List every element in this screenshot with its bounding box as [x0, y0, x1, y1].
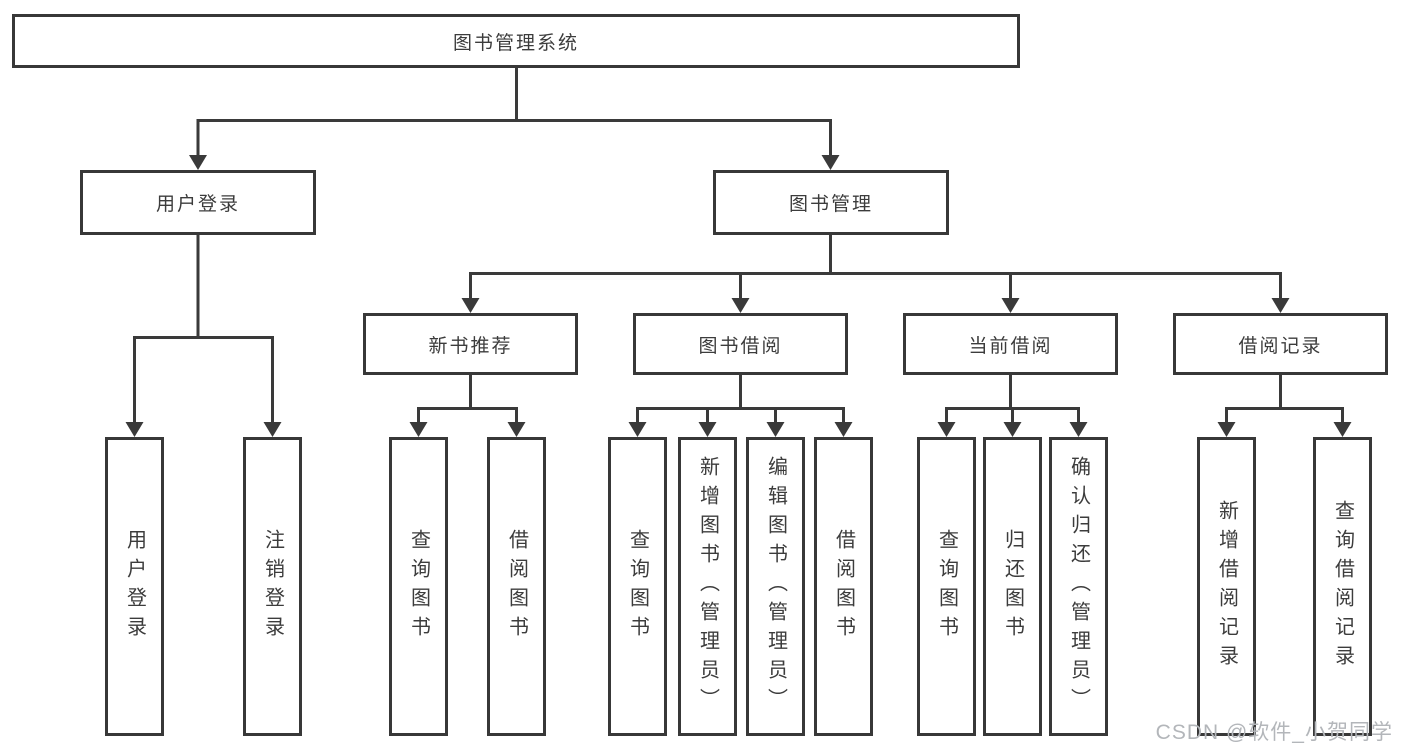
node-borrow-records: 借阅记录 [1173, 313, 1388, 375]
node-label: 借阅图书 [505, 528, 528, 645]
node-label: 查询图书 [407, 528, 430, 645]
node-label: 用户登录 [123, 528, 146, 645]
node-label: 确认归还（管理员） [1067, 456, 1090, 717]
node-add-books-admin: 新增图书（管理员） [678, 437, 737, 736]
node-user-login: 用户登录 [80, 170, 316, 235]
connector-root-to-level2 [189, 66, 840, 170]
connector-group-borrow-records [1217, 375, 1352, 437]
node-query-books: 查询图书 [389, 437, 448, 736]
node-label: 新增图书（管理员） [696, 456, 719, 717]
node-label: 编辑图书（管理员） [764, 456, 787, 717]
node-label: 查询图书 [626, 528, 649, 645]
node-book-borrow: 图书借阅 [633, 313, 848, 375]
node-borrow-books: 借阅图书 [814, 437, 873, 736]
node-label: 借阅记录 [1238, 335, 1323, 357]
node-label: 用户登录 [155, 194, 240, 215]
node-label: 借阅图书 [832, 528, 855, 645]
node-edit-books-admin: 编辑图书（管理员） [746, 437, 805, 736]
node-label: 注销登录 [261, 528, 284, 645]
node-book-management: 图书管理 [713, 170, 949, 235]
node-add-borrow-record: 新增借阅记录 [1197, 437, 1256, 736]
connector-group-book-borrow [628, 375, 853, 437]
node-label: 当前借阅 [968, 335, 1053, 357]
node-current-borrow: 当前借阅 [903, 313, 1118, 375]
node-label: 图书管理 [788, 194, 873, 215]
node-label: 查询图书 [935, 528, 958, 645]
node-user-login-leaf: 用户登录 [105, 437, 164, 736]
node-logout: 注销登录 [243, 437, 302, 736]
node-label: 新书推荐 [428, 335, 513, 357]
csdn-watermark: CSDN @软件_小贺同学 [1155, 721, 1393, 744]
connector-group-current-borrow [937, 375, 1088, 437]
node-label: 新增借阅记录 [1215, 499, 1238, 674]
node-query-books: 查询图书 [608, 437, 667, 736]
node-borrow-books: 借阅图书 [487, 437, 546, 736]
connector-group-new-book [409, 375, 526, 437]
node-confirm-return-admin: 确认归还（管理员） [1049, 437, 1108, 736]
node-label: 归还图书 [1001, 528, 1024, 645]
node-library-management-system: 图书管理系统 [12, 14, 1020, 68]
node-return-books: 归还图书 [983, 437, 1042, 736]
node-label: 图书管理系统 [452, 32, 579, 54]
node-label: 查询借阅记录 [1331, 499, 1354, 674]
connector-login-branch [125, 235, 282, 437]
node-query-books: 查询图书 [917, 437, 976, 736]
node-query-borrow-record: 查询借阅记录 [1313, 437, 1372, 736]
node-label: 图书借阅 [698, 335, 783, 357]
connector-mgmt-branch [461, 235, 1290, 313]
node-new-book-recommend: 新书推荐 [363, 313, 578, 375]
